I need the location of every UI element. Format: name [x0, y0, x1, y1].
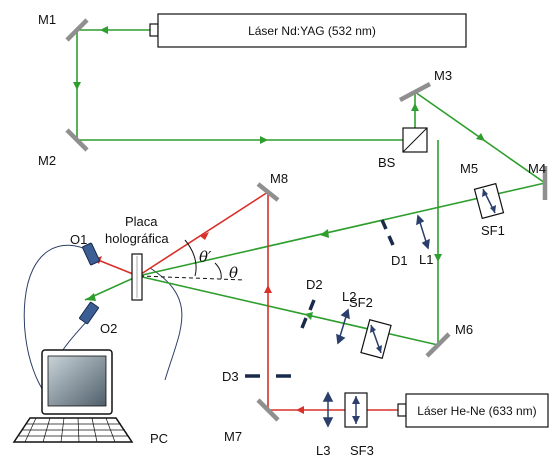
mirror-m6	[425, 332, 451, 358]
label-sf2: SF2	[349, 295, 373, 310]
label-m8: M8	[270, 171, 288, 186]
label-m5: M5	[460, 161, 478, 176]
label-d3: D3	[222, 369, 239, 384]
mirror-m1	[65, 18, 89, 42]
label-m6: M6	[455, 322, 473, 337]
labels: M1 M2 M3 M4 M5 M6 M7 M8 BS SF1 SF2 SF3 D…	[38, 12, 546, 458]
mirror-m3	[398, 82, 432, 102]
label-sf1: SF1	[481, 223, 505, 238]
mirrors	[65, 18, 548, 422]
label-m2: M2	[38, 153, 56, 168]
label-pc: PC	[150, 431, 168, 446]
spatial-filter-sf1	[473, 182, 505, 220]
red-beams	[92, 191, 398, 411]
spatial-filter-sf2	[360, 318, 392, 360]
diaphragms	[245, 219, 395, 378]
label-plate-line2: holográfica	[105, 231, 169, 246]
lens-l3	[322, 391, 334, 428]
label-m7: M7	[224, 429, 242, 444]
label-l3: L3	[316, 443, 330, 458]
label-bs: BS	[378, 155, 396, 170]
label-m4: M4	[528, 161, 546, 176]
red-arrowheads	[94, 232, 304, 414]
objectives	[79, 242, 100, 325]
spatial-filter-sf3	[344, 392, 368, 428]
label-m3: M3	[434, 68, 452, 83]
label-l2: L2	[342, 289, 356, 304]
label-l1: L1	[419, 252, 433, 267]
label-theta: θ	[229, 264, 238, 282]
diaphragm-d1	[380, 219, 395, 246]
label-d1: D1	[391, 253, 408, 268]
green-arrowheads	[73, 26, 485, 320]
cable-plate	[149, 267, 183, 381]
mirror-m7	[256, 398, 280, 422]
label-sf3: SF3	[350, 443, 374, 458]
mirror-m8	[256, 182, 280, 202]
label-d2: D2	[306, 277, 323, 292]
laser-hene-label: Láser He-Ne (633 nm)	[417, 404, 536, 418]
laser-ndyag-label: Láser Nd:YAG (532 nm)	[248, 24, 376, 38]
lens-arrows	[322, 214, 430, 428]
label-o2: O2	[100, 321, 117, 336]
laser-ndyag: Láser Nd:YAG (532 nm)	[149, 13, 467, 48]
objective-o2	[79, 301, 99, 325]
label-theta-prime: θ′	[199, 248, 212, 266]
objective-o1	[82, 242, 100, 266]
label-o1: O1	[70, 232, 87, 247]
lens-l2	[336, 308, 350, 345]
beam-splitter	[402, 127, 428, 153]
laser-hene: Láser He-Ne (633 nm)	[397, 393, 549, 428]
holographic-plate	[131, 253, 143, 301]
lens-l1	[416, 214, 430, 250]
green-beams	[76, 29, 546, 346]
computer	[12, 349, 134, 443]
angle-markers	[139, 239, 246, 281]
diaphragm-d2	[300, 299, 316, 329]
label-m1: M1	[38, 12, 56, 27]
label-plate-line1: Placa	[125, 214, 158, 229]
mirror-m2	[65, 128, 89, 152]
